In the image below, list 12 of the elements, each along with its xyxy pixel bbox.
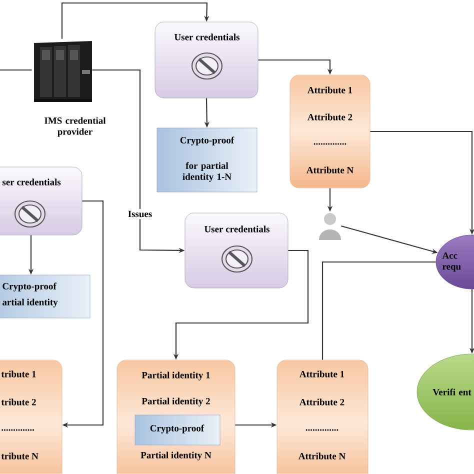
proof-box: Crypto-proof for partial identity 1-N <box>156 128 258 192</box>
credential-box: User credentials <box>154 22 258 98</box>
arrow <box>61 2 210 39</box>
node-caption: IMS credential provider <box>44 117 106 137</box>
credential-box: ser credentials <box>0 166 82 236</box>
person-icon <box>319 213 341 240</box>
attribute-box: Attribute 1 Attribute 2 .............. Attribute N <box>290 74 370 188</box>
proof-box: Crypto-proof <box>134 414 220 446</box>
proof-box: Crypto-proof artial identity <box>0 274 90 318</box>
attribute-box: tribute 1 tribute 2 .............. tribute N <box>0 360 62 474</box>
credential-box: User credentials <box>184 212 288 288</box>
attribute-box: Attribute 1 Attribute 2 .............. Attribute N <box>276 360 368 474</box>
